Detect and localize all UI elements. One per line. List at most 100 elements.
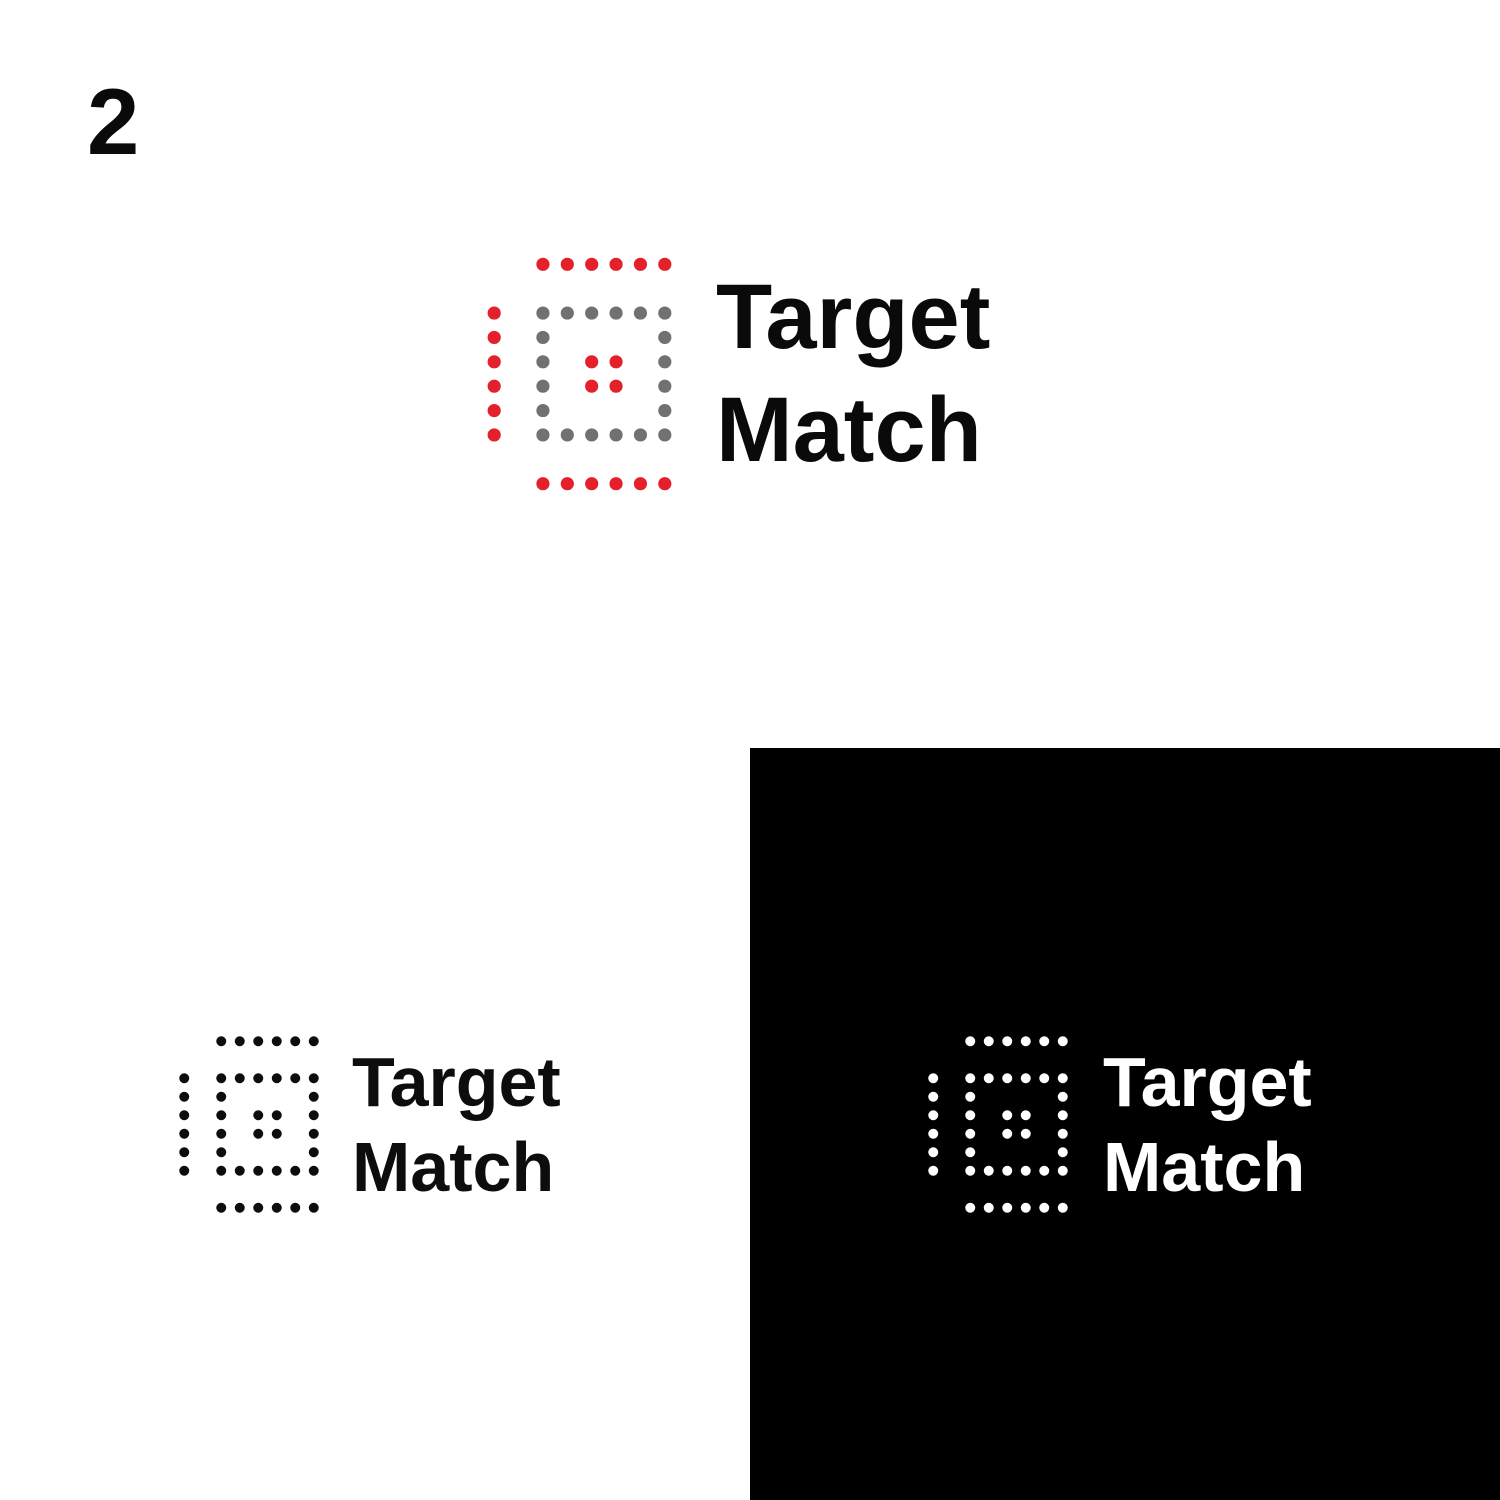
logo-dot-inner: [1020, 1165, 1031, 1176]
logo-dot-inner: [983, 1073, 994, 1084]
logo-dot-frame: [253, 1202, 264, 1213]
target-match-dot-icon-black: [179, 1036, 319, 1213]
logo-dot-inner: [1002, 1073, 1013, 1084]
logo-dot-frame: [179, 1147, 190, 1158]
logo-dot-inner: [536, 306, 550, 320]
logo-dot-frame: [271, 1202, 282, 1213]
logo-dot-inner: [216, 1165, 227, 1176]
logo-dot-inner: [234, 1165, 245, 1176]
logo-dot-inner: [609, 306, 623, 320]
logo-dot-inner: [633, 306, 648, 320]
logo-dot-inner: [560, 306, 574, 320]
target-match-dot-icon-white: [928, 1036, 1068, 1213]
logo-dot-inner: [585, 428, 599, 442]
logo-dot-frame: [290, 1202, 301, 1213]
logo-dot-inner: [271, 1165, 282, 1176]
logo-dot-frame: [1002, 1202, 1013, 1213]
dark-panel: [750, 748, 1500, 1500]
logo-dot-center: [585, 379, 599, 393]
logo-dot-frame: [585, 477, 599, 491]
logo-dot-inner: [536, 428, 550, 442]
logo-dot-inner: [234, 1073, 245, 1084]
logo-dot-frame: [609, 257, 623, 271]
logo-dot-center: [1002, 1128, 1013, 1139]
logo-dot-frame: [1002, 1036, 1013, 1047]
logo-dot-frame: [609, 477, 623, 491]
logo-dot-inner: [1039, 1073, 1050, 1084]
logo-dot-inner: [1057, 1147, 1068, 1158]
logo-dot-inner: [658, 379, 672, 393]
logo-dot-inner: [308, 1073, 319, 1084]
logo-dot-center: [1002, 1110, 1013, 1121]
logo-dot-frame: [487, 403, 501, 418]
variant-number: 2: [87, 69, 140, 174]
logo-dot-center: [585, 355, 599, 369]
logo-dot-inner: [585, 306, 599, 320]
logo-dot-frame: [1057, 1036, 1068, 1047]
logo-dot-inner: [253, 1165, 264, 1176]
wordmark-line-target: Target: [716, 266, 991, 368]
logo-dot-center: [271, 1128, 282, 1139]
logo-dot-inner: [308, 1110, 319, 1121]
logo-dot-inner: [308, 1128, 319, 1139]
logo-dot-inner: [965, 1128, 976, 1139]
logo-dot-frame: [487, 355, 501, 369]
logo-dot-frame: [179, 1110, 190, 1121]
logo-dot-frame: [179, 1091, 190, 1102]
logo-dot-inner: [965, 1147, 976, 1158]
logo-dot-inner: [536, 355, 550, 369]
logo-dot-inner: [1057, 1165, 1068, 1176]
logo-dot-inner: [216, 1073, 227, 1084]
logo-dot-center: [1020, 1110, 1031, 1121]
logo-dot-inner: [965, 1110, 976, 1121]
logo-dot-inner: [983, 1165, 994, 1176]
logo-dot-frame: [216, 1036, 227, 1047]
logo-dot-center: [1020, 1128, 1031, 1139]
logo-dot-inner: [560, 428, 574, 442]
logo-dot-inner: [536, 379, 550, 393]
logo-dot-frame: [536, 257, 550, 271]
logo-dot-inner: [609, 428, 623, 442]
wordmark-line-match: Match: [352, 1128, 555, 1206]
logo-dot-inner: [216, 1147, 227, 1158]
target-match-dot-icon-primary: [487, 257, 672, 491]
logo-dot-frame: [928, 1147, 939, 1158]
logo-dot-inner: [1057, 1110, 1068, 1121]
logo-dot-frame: [1057, 1202, 1068, 1213]
logo-dot-frame: [1039, 1036, 1050, 1047]
logo-dot-center: [609, 355, 623, 369]
logo-dot-inner: [271, 1073, 282, 1084]
wordmark-line-match: Match: [1103, 1128, 1306, 1206]
logo-dot-frame: [928, 1110, 939, 1121]
logo-dot-inner: [216, 1091, 227, 1102]
logo-dot-inner: [536, 403, 550, 418]
logo-dot-frame: [928, 1128, 939, 1139]
logo-dot-frame: [965, 1036, 976, 1047]
logo-dot-frame: [308, 1036, 319, 1047]
wordmark-black: Target Match: [352, 1040, 561, 1210]
logo-dot-center: [271, 1110, 282, 1121]
logo-dot-inner: [308, 1165, 319, 1176]
logo-dot-frame: [983, 1036, 994, 1047]
logo-dot-inner: [1002, 1165, 1013, 1176]
logo-dot-frame: [1020, 1202, 1031, 1213]
logo-dot-inner: [253, 1073, 264, 1084]
logo-dot-inner: [536, 330, 550, 345]
logo-dot-frame: [1039, 1202, 1050, 1213]
wordmark-line-target: Target: [352, 1043, 561, 1121]
logo-dot-inner: [658, 428, 672, 442]
logo-dot-frame: [487, 428, 501, 442]
logo-dot-frame: [308, 1202, 319, 1213]
logo-dot-inner: [658, 355, 672, 369]
logo-dot-frame: [271, 1036, 282, 1047]
logo-dot-frame: [585, 257, 599, 271]
logo-dot-inner: [216, 1110, 227, 1121]
logo-dot-frame: [487, 330, 501, 345]
wordmark-line-target: Target: [1103, 1043, 1312, 1121]
logo-dot-frame: [928, 1073, 939, 1084]
logo-dot-frame: [536, 477, 550, 491]
logo-dot-inner: [290, 1073, 301, 1084]
logo-dot-frame: [487, 379, 501, 393]
logo-dot-frame: [216, 1202, 227, 1213]
